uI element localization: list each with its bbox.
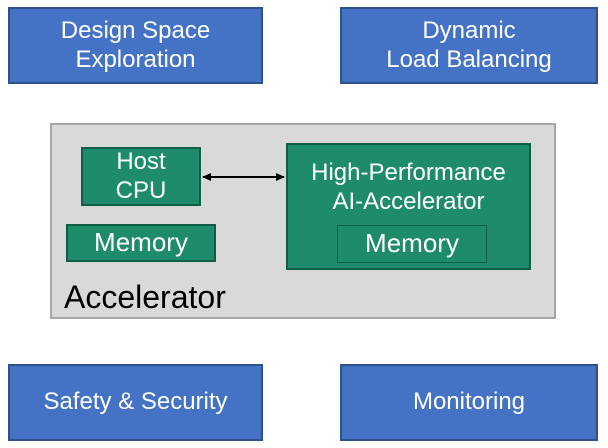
load-balancing-line-2: Load Balancing [386, 45, 552, 73]
host-memory-box: Memory [66, 224, 216, 262]
ai-accelerator-line-1: High-Performance [311, 159, 506, 186]
monitoring-box: Monitoring [340, 364, 598, 441]
monitoring-label: Monitoring [412, 388, 526, 416]
host-memory-label: Memory [94, 227, 188, 258]
ai-memory-label: Memory [365, 228, 459, 259]
design-space-line-1: Design Space [60, 16, 211, 44]
host-cpu-line-2: CPU [115, 176, 167, 204]
host-cpu-box: Host CPU [81, 147, 201, 206]
host-cpu-line-1: Host [116, 147, 166, 175]
safety-security-box: Safety & Security [8, 364, 263, 441]
ai-memory-box: Memory [337, 225, 487, 263]
load-balancing-line-1: Dynamic [422, 16, 516, 44]
ai-accelerator-line-2: AI-Accelerator [332, 187, 485, 215]
design-space-line-2: Exploration [75, 45, 196, 73]
dynamic-load-balancing-box: Dynamic Load Balancing [340, 7, 598, 84]
design-space-exploration-box: Design Space Exploration [8, 7, 263, 84]
safety-security-label: Safety & Security [43, 388, 228, 416]
accelerator-label: Accelerator [64, 279, 226, 315]
